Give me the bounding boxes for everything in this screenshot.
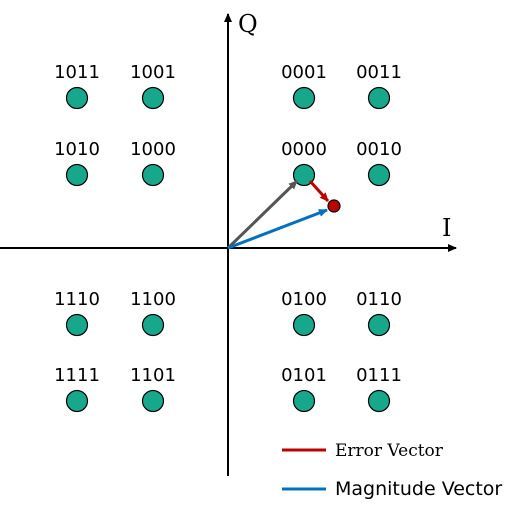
q-axis-label: Q [238,10,258,38]
constellation-point [141,86,165,110]
constellation-point [292,389,316,413]
received-point [327,199,341,213]
constellation-point-label: 1001 [130,62,176,83]
constellation-point [141,389,165,413]
constellation-point [65,389,89,413]
constellation-point [292,163,316,187]
error-vector [308,179,330,203]
constellation-point [292,86,316,110]
constellation-point-label: 0010 [356,139,402,160]
constellation-point-label: 0110 [356,289,402,310]
constellation-point [367,86,391,110]
constellation-point-label: 1110 [54,289,100,310]
constellation-point-label: 0000 [281,139,327,160]
constellation-point [141,163,165,187]
constellation-point-label: 0100 [281,289,327,310]
constellation-point [367,313,391,337]
constellation-point-label: 0101 [281,365,327,386]
constellation-point-label: 1010 [54,139,100,160]
constellation-point-label: 1111 [54,365,100,386]
constellation-point-label: 0111 [356,365,402,386]
constellation-point-label: 1011 [54,62,100,83]
constellation-point-label: 1100 [130,289,176,310]
reference-vector [226,179,299,250]
constellation-point [65,86,89,110]
constellation-point [367,163,391,187]
legend-magnitude-label: Magnitude Vector [335,478,502,500]
constellation-points: 1011 1001 0001 0011 1010 1000 0000 0010 1110 1100… [54,62,402,413]
constellation-point-label: 0001 [281,62,327,83]
constellation-point [141,313,165,337]
constellation-point-label: 1000 [130,139,176,160]
constellation-point [65,163,89,187]
legend-error-label: Error Vector [335,441,444,461]
constellation-point [65,313,89,337]
magnitude-vector [227,208,328,250]
constellation-point-label: 1101 [130,365,176,386]
i-axis-label: I [442,214,451,242]
constellation-point-label: 0011 [356,62,402,83]
constellation-point [367,389,391,413]
constellation-point [292,313,316,337]
